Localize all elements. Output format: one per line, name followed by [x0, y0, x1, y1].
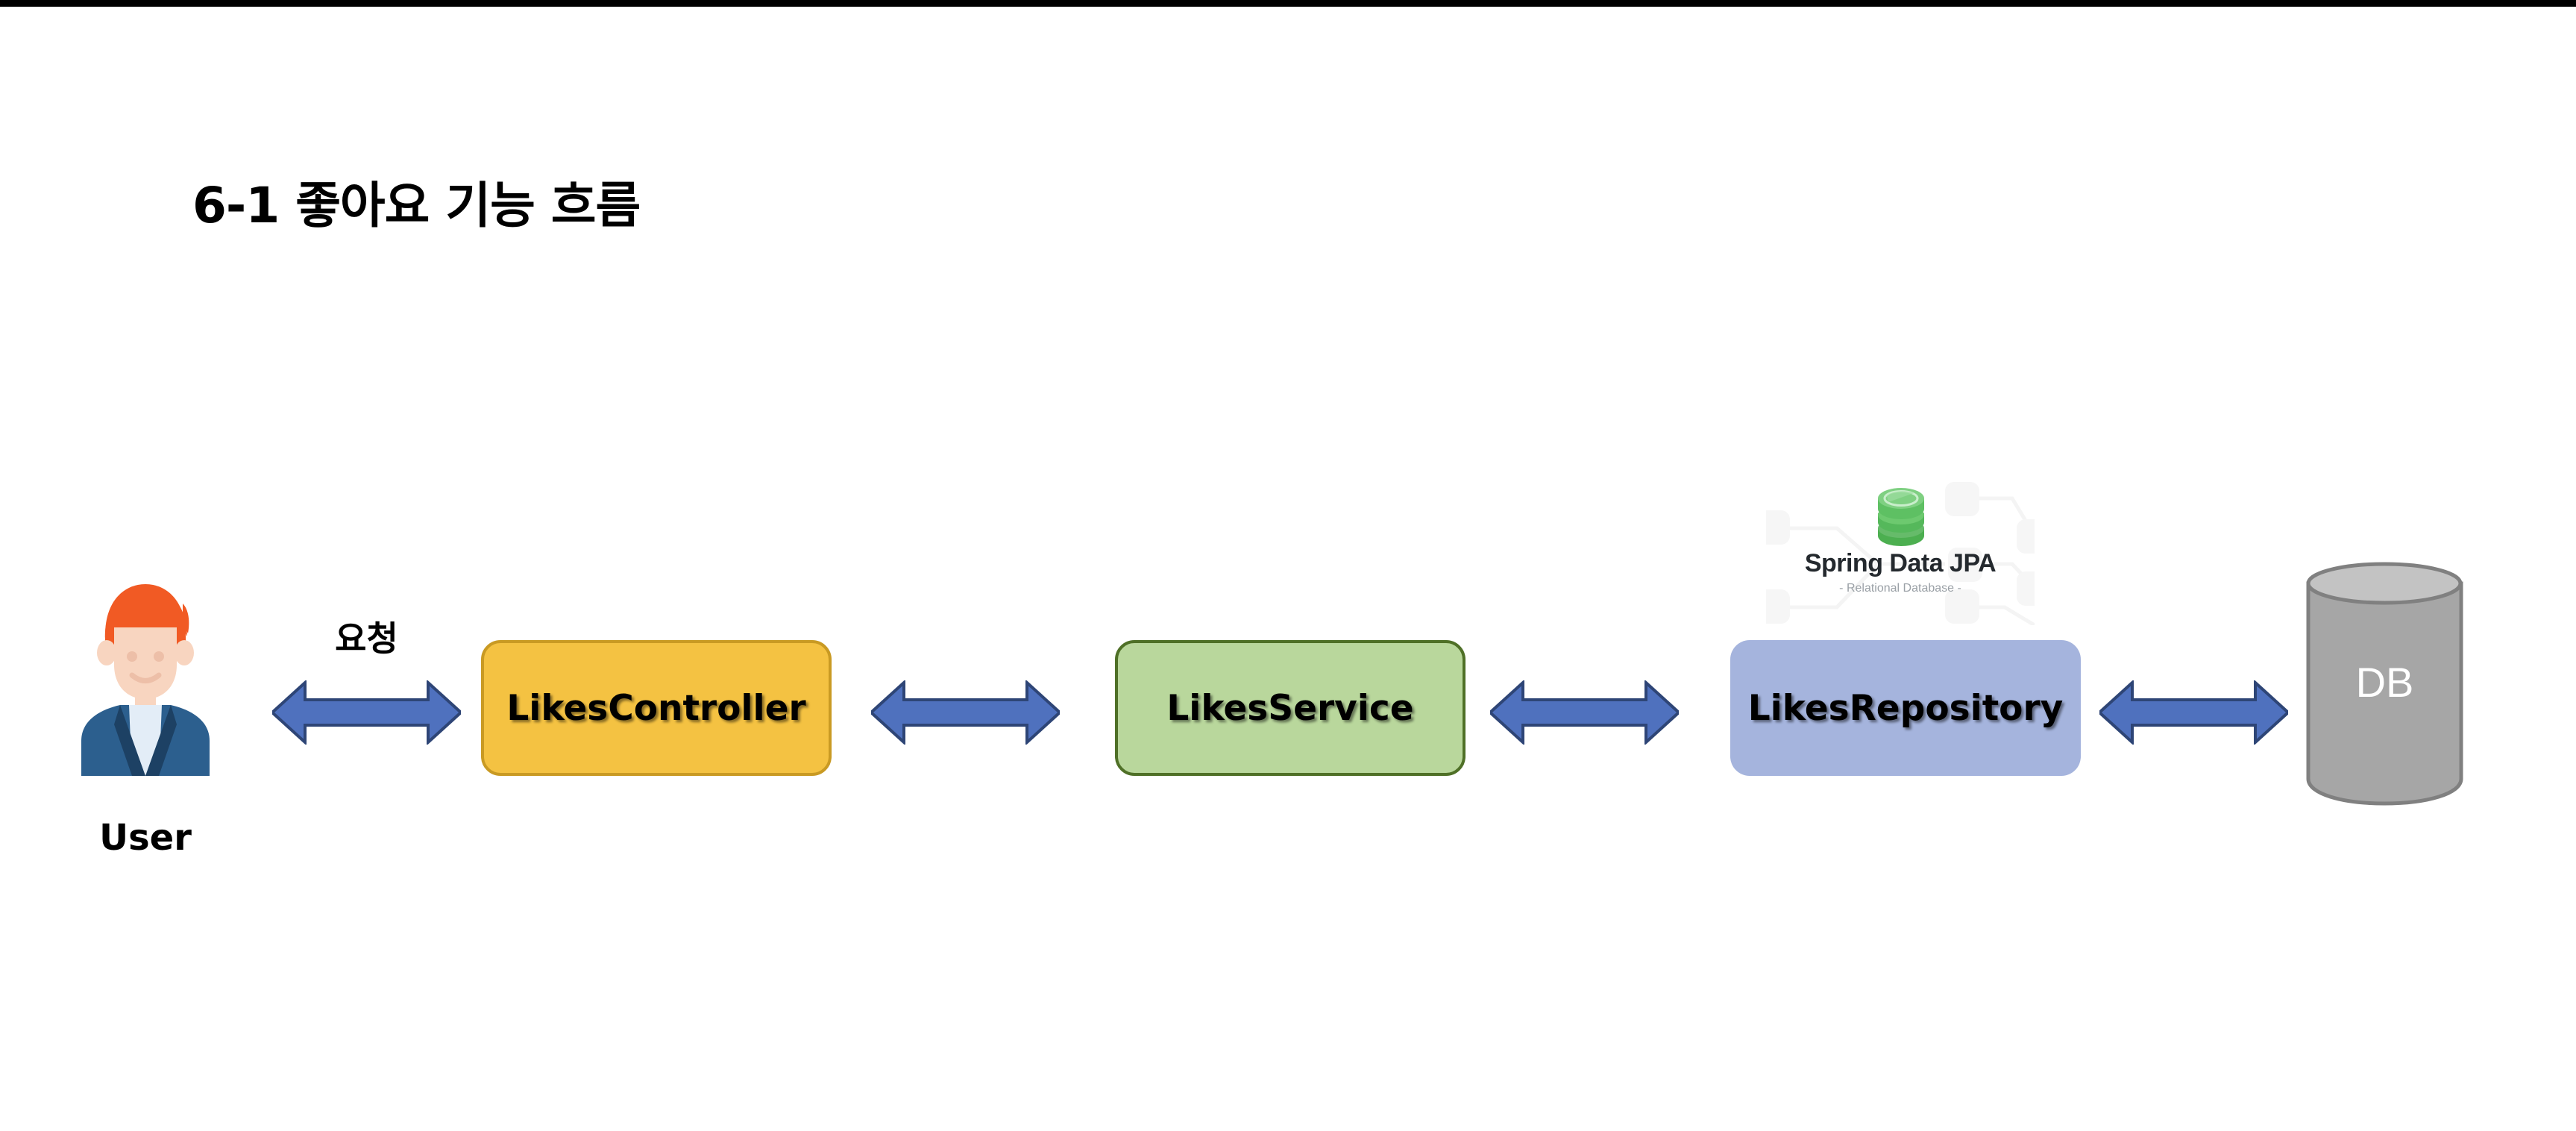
node-likes-repository-label: LikesRepository [1747, 687, 2064, 729]
node-likes-service-label: LikesService [1166, 687, 1414, 729]
database-label: DB [2355, 659, 2414, 706]
user-label: User [99, 817, 192, 859]
top-black-bar [0, 0, 2576, 7]
database-cylinder-icon [1878, 488, 1924, 546]
database-cylinder [2305, 561, 2465, 807]
arrow-controller-to-service [871, 680, 1060, 745]
user-avatar [71, 571, 220, 795]
node-likes-controller[interactable]: LikesController [481, 640, 832, 776]
network-pattern-background [1766, 482, 2035, 625]
node-likes-service[interactable]: LikesService [1115, 640, 1466, 776]
arrow-service-to-repository [1490, 680, 1679, 745]
spring-data-jpa-logo: Spring Data JPA - Relational Database - [1766, 476, 2035, 625]
request-label: 요청 [335, 618, 398, 659]
node-likes-repository[interactable]: LikesRepository [1730, 640, 2081, 776]
spring-logo-subtitle: - Relational Database - [1839, 582, 1961, 595]
page-title: 6-1 좋아요 기능 흐름 [192, 177, 641, 234]
arrow-user-to-controller [272, 680, 461, 745]
spring-logo-title: Spring Data JPA [1804, 549, 1997, 577]
node-likes-controller-label: LikesController [506, 687, 806, 729]
arrow-repository-to-db [2099, 680, 2288, 745]
